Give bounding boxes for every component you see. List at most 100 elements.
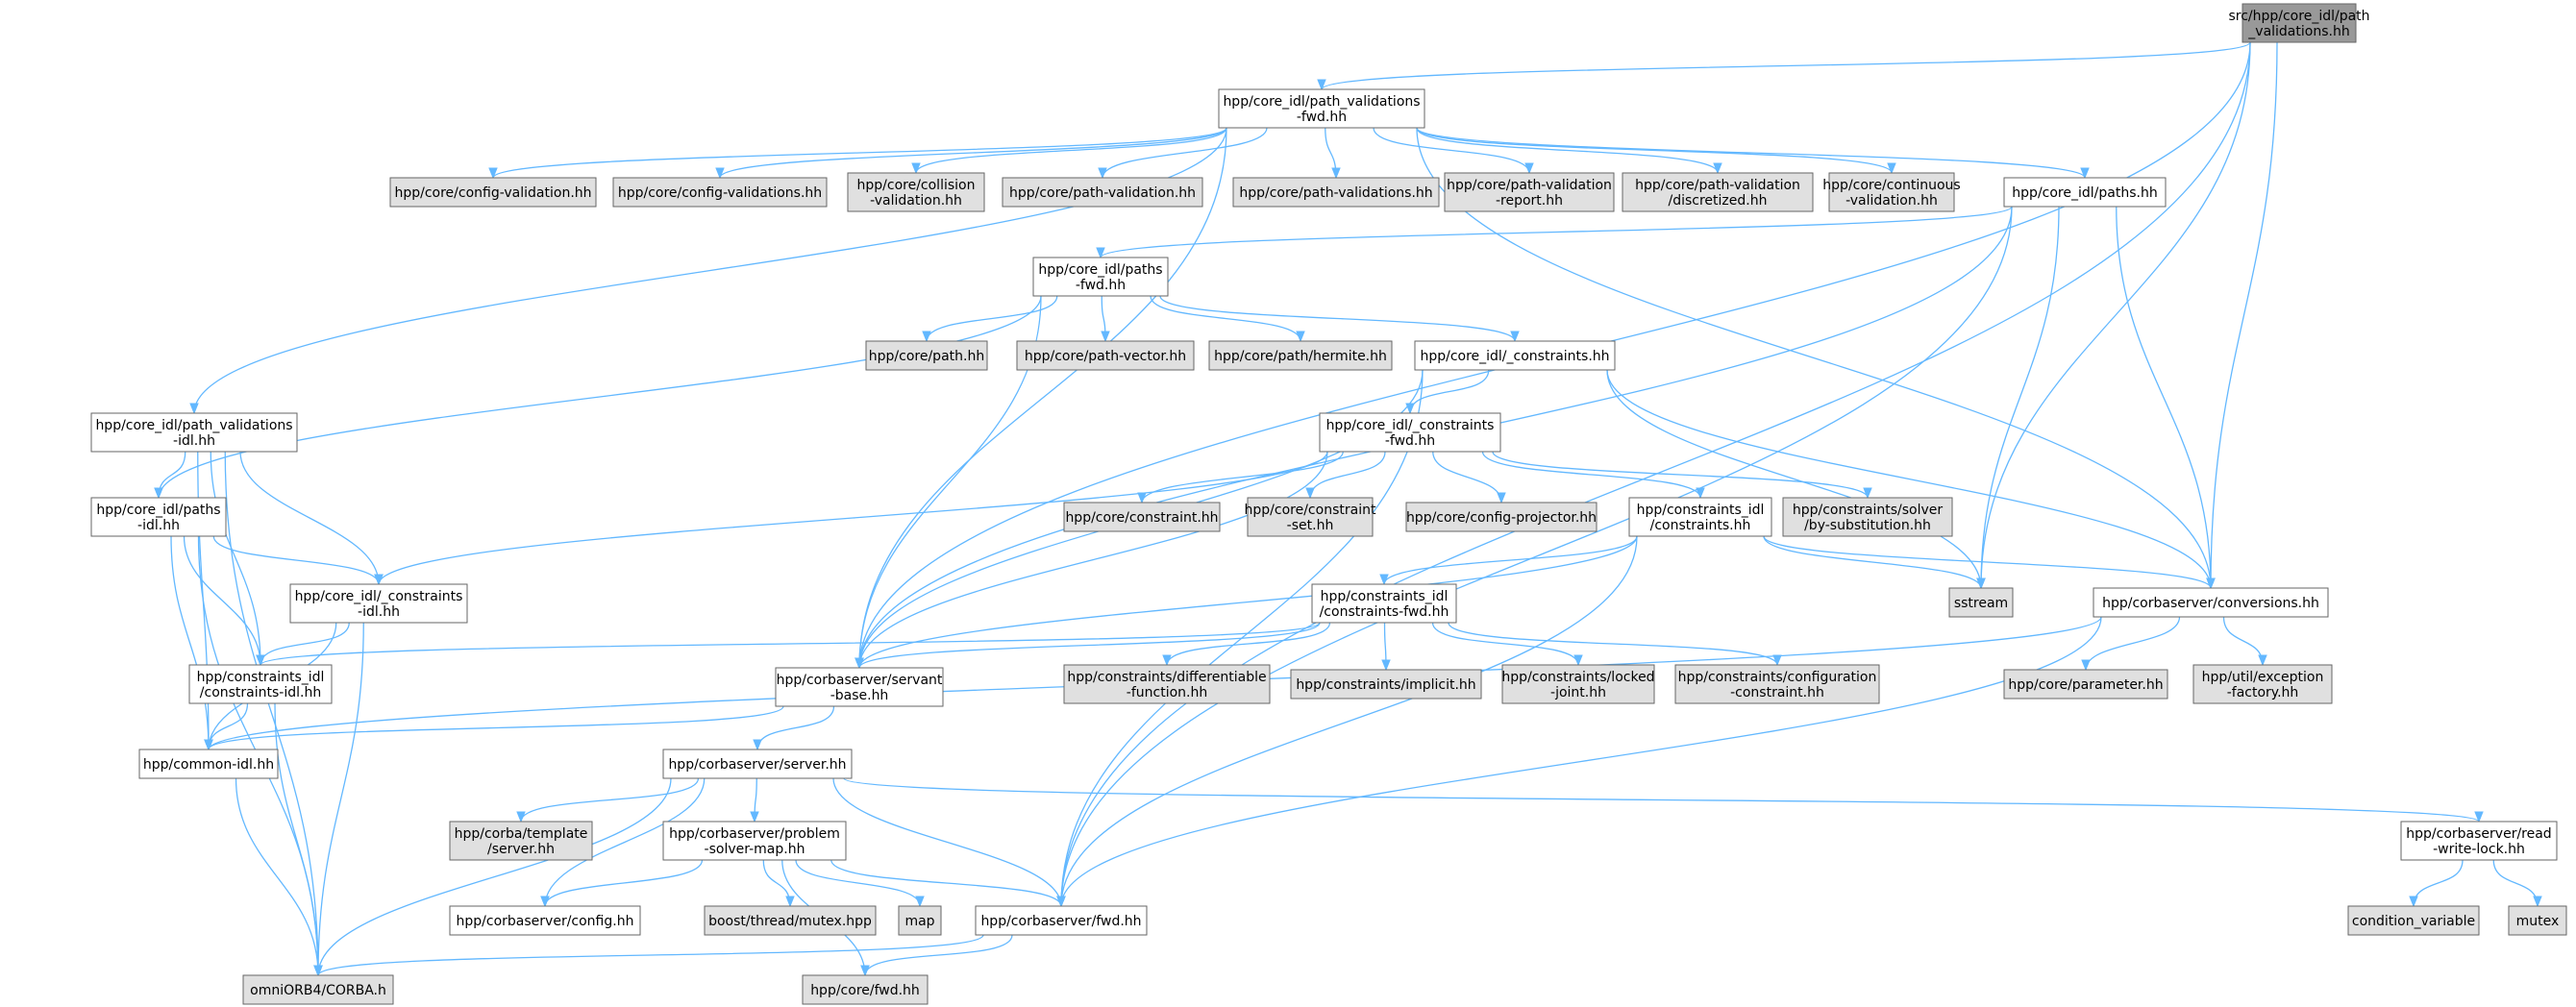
edge-commonidl-to-omni bbox=[235, 777, 319, 976]
node-label: hpp/core/config-validation.hh bbox=[394, 185, 591, 201]
edge-pvidl-to-cidlconstridl bbox=[210, 451, 261, 666]
arrowhead-cidlfwd-to-cfgconstr bbox=[1772, 654, 1782, 667]
node-label: hpp/core/config-projector.hh bbox=[1406, 510, 1597, 526]
node-label: hpp/constraints/differentiable bbox=[1067, 670, 1266, 685]
node-label: hpp/core/path-vector.hh bbox=[1025, 349, 1186, 364]
node-label: mutex bbox=[2516, 914, 2560, 929]
node-hermite: hpp/core/path/hermite.hh bbox=[1208, 340, 1393, 371]
node-label: hpp/core/fwd.hh bbox=[810, 983, 920, 998]
node-config[interactable]: hpp/corbaserver/config.hh bbox=[449, 905, 641, 936]
node-pvreport: hpp/core/path-validation-report.hh bbox=[1444, 172, 1615, 212]
node-box bbox=[1016, 340, 1195, 371]
node-box bbox=[2242, 3, 2357, 43]
arrowhead-pvfwd-to-cfgval bbox=[488, 167, 498, 180]
node-label: hpp/core_idl/_constraints bbox=[1326, 418, 1495, 433]
node-corefwd: hpp/core/fwd.hh bbox=[802, 974, 929, 1005]
node-cidlconstr[interactable]: hpp/constraints_idl/constraints.hh bbox=[1628, 497, 1772, 537]
node-label: hpp/constraints/locked bbox=[1501, 670, 1654, 685]
edge-pvidl-to-omni bbox=[224, 451, 319, 976]
node-box bbox=[1290, 669, 1482, 700]
node-servant[interactable]: hpp/corbaserver/servant-base.hh bbox=[775, 667, 944, 707]
node-label: -validation.hh bbox=[1845, 193, 1938, 209]
node-constr[interactable]: hpp/core_idl/_constraints.hh bbox=[1414, 340, 1616, 371]
node-constridl[interactable]: hpp/core_idl/_constraints-idl.hh bbox=[289, 583, 468, 624]
node-box bbox=[1414, 340, 1616, 371]
node-label: -validation.hh bbox=[870, 193, 962, 209]
node-label: /constraints-fwd.hh bbox=[1320, 604, 1449, 620]
edge-paths-to-fwd bbox=[1060, 206, 2013, 907]
arrowhead-pathsfwd-to-corepath bbox=[922, 331, 931, 343]
arrowhead-root-to-pvfwd bbox=[1317, 79, 1326, 91]
node-paths[interactable]: hpp/core_idl/paths.hh bbox=[2003, 177, 2167, 208]
node-pvdisc: hpp/core/path-validation/discretized.hh bbox=[1622, 172, 1814, 212]
node-diffun: hpp/constraints/differentiable-function.… bbox=[1063, 664, 1271, 704]
node-fwd[interactable]: hpp/corbaserver/fwd.hh bbox=[975, 905, 1148, 936]
node-label: boost/thread/mutex.hpp bbox=[708, 914, 872, 929]
node-label: hpp/constraints_idl bbox=[197, 670, 325, 685]
node-label: hpp/constraints/implicit.hh bbox=[1296, 677, 1475, 693]
edge-pvfwd-to-cfgvals bbox=[719, 127, 1227, 179]
edge-constrfwd-to-servant bbox=[858, 451, 1328, 669]
edge-fwd-to-omni bbox=[317, 934, 984, 976]
node-pvfwd[interactable]: hpp/core_idl/path_validations-fwd.hh bbox=[1218, 88, 1425, 129]
edge-server-to-config bbox=[544, 777, 706, 907]
node-cidlconstridl[interactable]: hpp/constraints_idl/constraints-idl.hh bbox=[188, 664, 333, 704]
node-box bbox=[449, 821, 593, 861]
node-cidlfwd[interactable]: hpp/constraints_idl/constraints-fwd.hh bbox=[1311, 583, 1457, 624]
node-box bbox=[975, 905, 1148, 936]
edge-pvfwd-to-cfgval bbox=[492, 127, 1227, 179]
arrowhead-pvidl-to-pathsidl bbox=[154, 487, 163, 500]
arrowhead-pvfwd-to-pathval bbox=[1098, 167, 1107, 180]
edge-cidlfwd-to-servant bbox=[858, 622, 1321, 669]
node-label: hpp/constraints_idl bbox=[1321, 589, 1449, 604]
node-commonidl[interactable]: hpp/common-idl.hh bbox=[138, 749, 279, 779]
node-root: src/hpp/core_idl/path_validations.hh bbox=[2228, 3, 2370, 43]
node-probmap[interactable]: hpp/corbaserver/problem-solver-map.hh bbox=[662, 821, 847, 861]
node-box bbox=[1247, 497, 1374, 537]
node-pathsidl[interactable]: hpp/core_idl/paths-idl.hh bbox=[90, 497, 227, 537]
arrowhead-fwd-to-omni bbox=[313, 965, 323, 977]
node-box bbox=[188, 664, 333, 704]
node-label: hpp/core/continuous bbox=[1822, 178, 1960, 193]
edge-cidlconstr-to-sstream bbox=[1763, 535, 1982, 589]
node-pvidl[interactable]: hpp/core_idl/path_validations-idl.hh bbox=[90, 412, 298, 453]
node-tmplserver: hpp/corba/template/server.hh bbox=[449, 821, 593, 861]
node-box bbox=[1782, 497, 1953, 537]
node-label: hpp/core/collision bbox=[857, 178, 976, 193]
edge-cidlfwd-to-cfgconstr bbox=[1448, 622, 1778, 666]
node-label: _validations.hh bbox=[2247, 24, 2349, 39]
node-label: -idl.hh bbox=[137, 518, 180, 533]
edge-cidlconstr-to-conv bbox=[1763, 535, 2212, 589]
edge-root-to-sstream bbox=[1980, 41, 2251, 589]
node-box bbox=[1208, 340, 1393, 371]
node-box bbox=[1063, 502, 1221, 532]
node-box bbox=[138, 749, 279, 779]
node-label: hpp/core_idl/paths bbox=[1038, 262, 1162, 278]
edge-constrfwd-to-coreconstr bbox=[1141, 451, 1344, 504]
arrowhead-cidlfwd-to-locked bbox=[1573, 654, 1583, 667]
edge-root-to-pvfwd bbox=[1321, 41, 2251, 90]
node-box bbox=[1622, 172, 1814, 212]
arrowhead-constrfwd-to-cfgproj bbox=[1497, 492, 1506, 504]
node-pathsfwd[interactable]: hpp/core_idl/paths-fwd.hh bbox=[1032, 257, 1169, 297]
node-box bbox=[662, 821, 847, 861]
node-box bbox=[389, 177, 597, 208]
edge-paths-to-sstream bbox=[1980, 206, 2060, 589]
node-label: hpp/core_idl/paths.hh bbox=[2012, 185, 2157, 201]
edge-server-to-omni bbox=[317, 777, 672, 976]
arrowhead-cidlfwd-to-servant bbox=[855, 657, 864, 670]
arrowhead-cidlconstr-to-cidlfwd bbox=[1379, 574, 1389, 586]
node-box bbox=[1628, 497, 1772, 537]
node-box bbox=[704, 905, 877, 936]
edge-root-to-conv bbox=[2210, 41, 2278, 589]
node-constrfwd[interactable]: hpp/core_idl/_constraints-fwd.hh bbox=[1319, 412, 1501, 453]
arrowhead-server-to-tmplserver bbox=[516, 811, 526, 823]
node-label: -idl.hh bbox=[173, 433, 215, 449]
node-label: hpp/corbaserver/servant bbox=[777, 673, 943, 688]
node-box bbox=[1032, 257, 1169, 297]
node-conv[interactable]: hpp/corbaserver/conversions.hh bbox=[2093, 587, 2329, 618]
node-server[interactable]: hpp/corbaserver/server.hh bbox=[662, 749, 853, 779]
node-rwlock[interactable]: hpp/corbaserver/read-write-lock.hh bbox=[2400, 821, 2558, 861]
edge-pathsfwd-to-corepath bbox=[926, 295, 1058, 342]
